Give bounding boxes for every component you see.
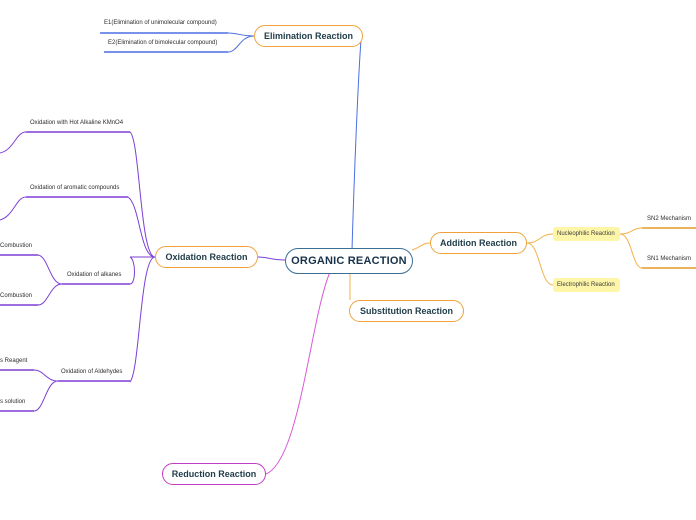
- item-sn2-mechanism[interactable]: SN2 Mechanism: [647, 216, 692, 222]
- item-sn1-mechanism[interactable]: SN1 Mechanism: [647, 256, 692, 262]
- topic-oxidation-reaction[interactable]: Oxidation Reaction: [155, 246, 258, 268]
- item-combustion-1[interactable]: Combustion: [0, 243, 33, 249]
- item-combustion-2[interactable]: Combustion: [0, 293, 33, 299]
- subtopic-oxidation-aldehydes[interactable]: Oxidation of Aldehydes: [61, 369, 123, 375]
- topic-reduction-reaction[interactable]: Reduction Reaction: [162, 463, 266, 485]
- subtopic-e2-elimination[interactable]: E2(Elimination of bimolecular compound): [108, 40, 218, 46]
- subtopic-e1-elimination[interactable]: E1(Elimination of unimolecular compound): [104, 20, 217, 26]
- item-solution[interactable]: s solution: [0, 399, 26, 405]
- subtopic-oxidation-kmno4[interactable]: Oxidation with Hot Alkaline KMnO4: [30, 120, 124, 126]
- subtopic-electrophilic-reaction[interactable]: Electrophilic Reaction: [553, 278, 620, 292]
- topic-substitution-reaction[interactable]: Substitution Reaction: [349, 300, 464, 322]
- topic-elimination-reaction[interactable]: Elimination Reaction: [254, 25, 363, 47]
- subtopic-oxidation-aromatic[interactable]: Oxidation of aromatic compounds: [30, 185, 120, 191]
- item-reagent[interactable]: s Reagent: [0, 358, 28, 364]
- topic-addition-reaction[interactable]: Addition Reaction: [430, 232, 527, 254]
- central-topic[interactable]: ORGANIC REACTION: [285, 248, 413, 274]
- subtopic-oxidation-alkanes[interactable]: Oxidation of alkanes: [67, 272, 122, 278]
- subtopic-nucleophilic-reaction[interactable]: Nucleophilic Reaction: [553, 227, 620, 241]
